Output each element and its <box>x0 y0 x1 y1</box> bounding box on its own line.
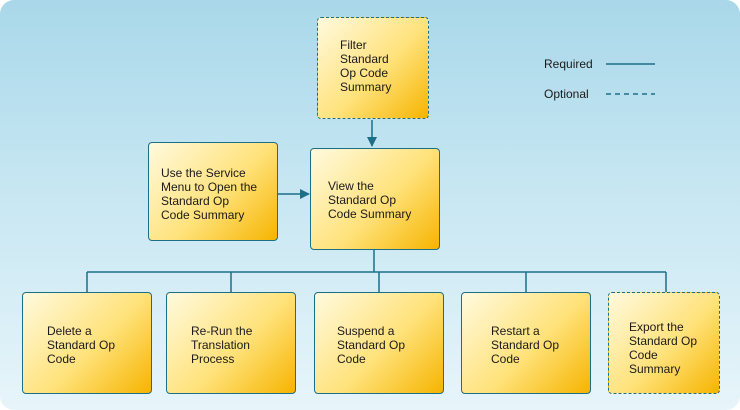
box-export-summary: Export the Standard Op Code Summary <box>608 292 720 394</box>
box-service-menu-label: Use the Service Menu to Open the Standar… <box>161 166 258 222</box>
box-filter-summary-label: Filter Standard Op Code Summary <box>340 38 392 94</box>
legend-required-label: Required <box>544 57 593 71</box>
box-rerun-translation: Re-Run the Translation Process <box>166 292 296 394</box>
box-rerun-translation-label: Re-Run the Translation Process <box>191 324 253 366</box>
box-delete-op-code: Delete a Standard Op Code <box>22 292 152 394</box>
box-restart-op-code: Restart a Standard Op Code <box>461 292 591 394</box>
box-delete-op-code-label: Delete a Standard Op Code <box>47 324 116 366</box>
box-view-summary: View the Standard Op Code Summary <box>310 148 440 250</box>
box-suspend-op-code-label: Suspend a Standard Op Code <box>337 324 406 366</box>
box-suspend-op-code: Suspend a Standard Op Code <box>314 292 444 394</box>
box-restart-op-code-label: Restart a Standard Op Code <box>491 324 560 366</box>
box-filter-summary: Filter Standard Op Code Summary <box>317 17 429 119</box>
box-view-summary-label: View the Standard Op Code Summary <box>328 179 412 221</box>
box-service-menu: Use the Service Menu to Open the Standar… <box>148 142 278 241</box>
legend-optional-label: Optional <box>544 87 589 101</box>
box-export-summary-label: Export the Standard Op Code Summary <box>629 320 698 376</box>
